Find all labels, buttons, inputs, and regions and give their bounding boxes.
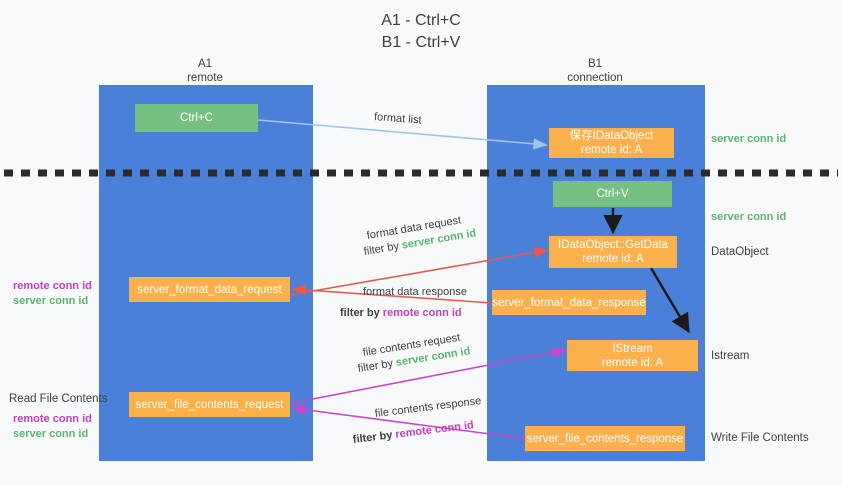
box-ctrl-c[interactable]: Ctrl+C xyxy=(135,104,258,132)
box-server-file-contents-response[interactable]: server_file_contents_response xyxy=(525,426,685,451)
label-write-file-contents: Write File Contents xyxy=(711,432,809,444)
label-server-conn-id-second: server conn id xyxy=(711,211,787,223)
note-file-contents-response: file contents response xyxy=(374,395,482,420)
filter-prefix: filter by xyxy=(340,307,383,319)
box-istream[interactable]: IStream remote id: A xyxy=(567,340,698,371)
label-server-conn-id-top: server conn id xyxy=(711,133,787,145)
box-idataobject-getdata[interactable]: IDataObject::GetData remote id: A xyxy=(549,236,677,268)
box-save-idataobject[interactable]: 保存IDataObject remote id: A xyxy=(549,128,674,158)
page-title: A1 - Ctrl+C B1 - Ctrl+V xyxy=(381,12,461,51)
lane-header-a1: A1 remote xyxy=(187,58,223,84)
lane-header-b1: B1 connection xyxy=(567,58,623,84)
label-dataobject: DataObject xyxy=(711,246,769,258)
label-server-conn-id-1: server conn id xyxy=(13,295,89,307)
box-server-format-data-request[interactable]: server_format_data_request xyxy=(129,277,290,302)
filter-key-remote-conn-id: remote conn id xyxy=(382,307,462,319)
box-server-file-contents-request[interactable]: server_file_contents_request xyxy=(129,392,290,417)
box-ctrl-v[interactable]: Ctrl+V xyxy=(553,181,672,207)
note-format-list: format list xyxy=(373,111,423,127)
note-format-data-response-filter: filter by remote conn id xyxy=(340,306,462,321)
filter-prefix: filter by xyxy=(352,428,397,446)
label-server-conn-id-2: server conn id xyxy=(13,428,89,440)
box-server-format-data-response[interactable]: server_format_data_response xyxy=(492,290,646,315)
label-remote-conn-id-1: remote conn id xyxy=(13,280,92,292)
filter-prefix: filter by xyxy=(356,357,397,375)
note-file-contents-response-filter: filter by remote conn id xyxy=(352,418,475,448)
note-format-data-response: format data response xyxy=(363,286,467,298)
label-istream: Istream xyxy=(711,350,750,362)
label-remote-conn-id-2: remote conn id xyxy=(13,413,92,425)
label-read-file-contents: Read File Contents xyxy=(9,393,108,405)
filter-key-remote-conn-id: remote conn id xyxy=(394,419,475,441)
